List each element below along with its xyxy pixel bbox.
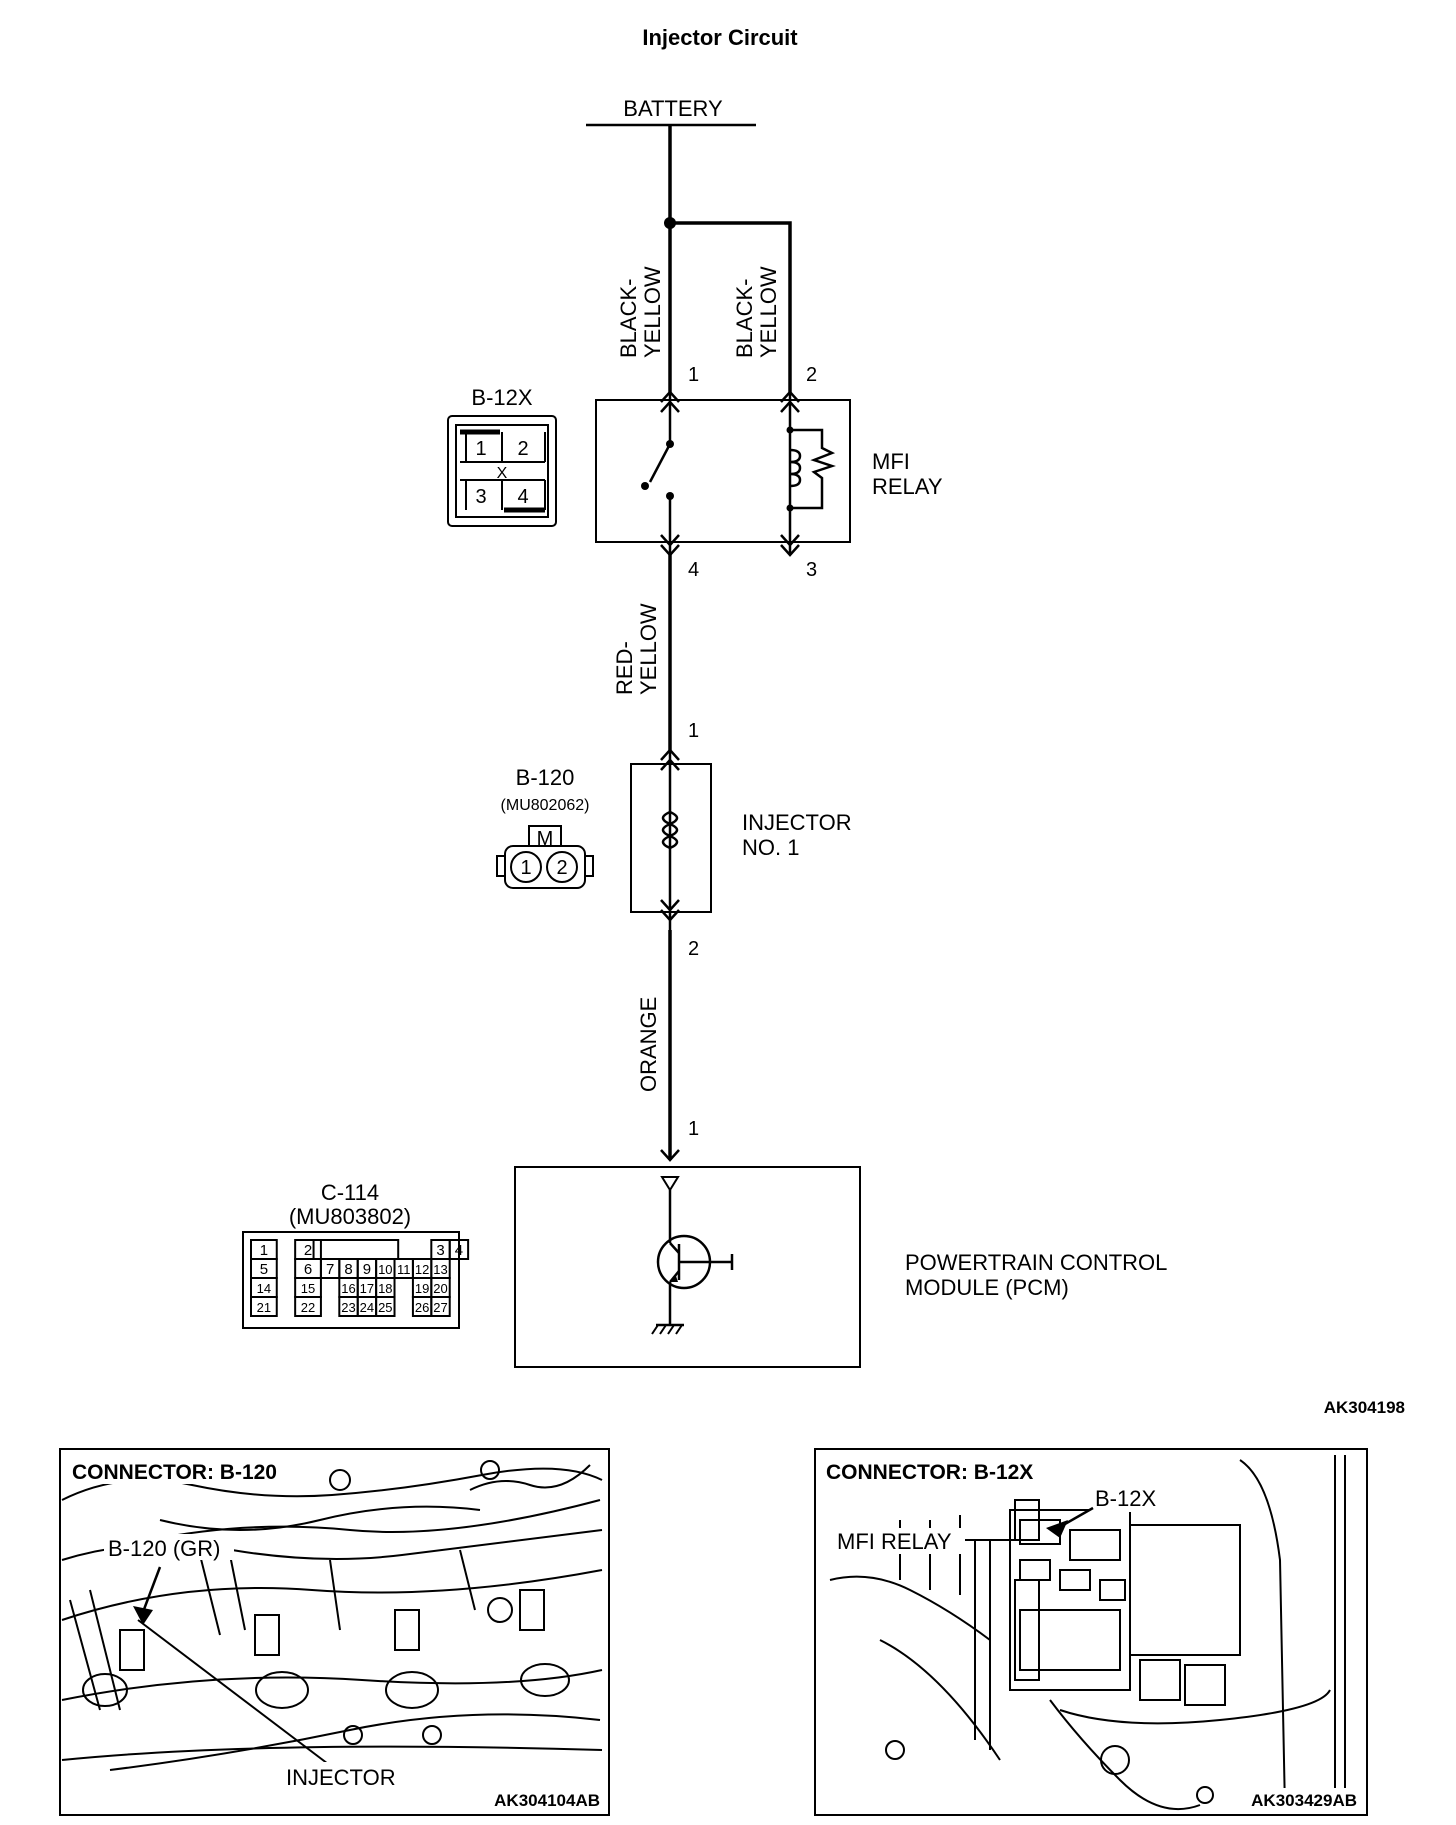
c114-pin-label: 22 xyxy=(301,1300,315,1315)
b12x-pin-x: X xyxy=(497,465,508,482)
connector-b12x-id: B-12X xyxy=(471,385,532,410)
connector-c114-id: C-114 xyxy=(321,1180,379,1205)
relay-pin-3: 3 xyxy=(806,559,817,581)
connector-b120-id: B-120 xyxy=(516,765,575,790)
wire-label-black-yellow-left-1: BLACK- xyxy=(616,279,641,358)
relay-pin-2: 2 xyxy=(806,364,817,386)
injector-pin-2: 2 xyxy=(688,938,699,960)
connector-b12x-face: B-12X 1 2 X 3 4 xyxy=(447,385,557,527)
pcm-pin-1: 1 xyxy=(688,1118,699,1140)
c114-pin-label: 1 xyxy=(260,1242,268,1259)
photo-panel-b120: CONNECTOR: B-120 B-120 (GR) INJECTOR AK3… xyxy=(59,1448,610,1816)
c114-pin-label: 4 xyxy=(455,1242,463,1259)
b120-pin-1: 1 xyxy=(520,857,531,879)
c114-pin-label: 24 xyxy=(360,1300,374,1315)
photo-panel-b12x: CONNECTOR: B-12X B-12X MFI RELAY AK30342… xyxy=(814,1448,1368,1816)
c114-pin-label: 19 xyxy=(415,1281,429,1296)
c114-pin-label: 8 xyxy=(344,1261,352,1278)
c114-pin-label: 2 xyxy=(304,1242,312,1259)
wire-label-red-yellow-1: RED- xyxy=(612,641,637,695)
pcm-label-line1: POWERTRAIN CONTROL xyxy=(905,1250,1167,1275)
b12x-pin-2: 2 xyxy=(517,438,528,460)
c114-pin-label: 6 xyxy=(304,1261,312,1278)
c114-pin-label: 12 xyxy=(415,1262,429,1277)
c114-pin-label: 17 xyxy=(360,1281,374,1296)
wire-label-orange: ORANGE xyxy=(636,997,661,1092)
c114-pin-label: 16 xyxy=(341,1281,355,1296)
c114-pin-label: 25 xyxy=(378,1300,392,1315)
panel-left-callout-connector: B-120 (GR) xyxy=(108,1536,220,1561)
pcm-box: POWERTRAIN CONTROL MODULE (PCM) xyxy=(514,1166,1167,1368)
battery-label: BATTERY xyxy=(623,96,723,121)
c114-pin-cell xyxy=(375,1296,396,1317)
b120-pin-2: 2 xyxy=(556,857,567,879)
diagram-title: Injector Circuit xyxy=(642,25,798,50)
c114-pin-label: 5 xyxy=(260,1261,268,1278)
c114-pin-label: 13 xyxy=(433,1262,447,1277)
wire-label-red-yellow-2: YELLOW xyxy=(636,603,661,695)
c114-blank-cell xyxy=(312,1239,400,1260)
c114-pin-cell xyxy=(448,1239,470,1260)
panel-right-callout-connector: B-12X xyxy=(1095,1486,1156,1511)
b120-mark: M xyxy=(537,828,554,850)
panel-left-code: AK304104AB xyxy=(494,1791,600,1810)
c114-pin-label: 27 xyxy=(433,1300,447,1315)
c114-pin-cell xyxy=(430,1296,451,1317)
wire-label-black-yellow-right-1: BLACK- xyxy=(732,279,757,358)
wire-label-black-yellow-left-2: YELLOW xyxy=(640,266,665,358)
relay-box-photo-illustration xyxy=(829,1455,1346,1811)
injector-box: INJECTOR NO. 1 xyxy=(630,748,852,930)
b12x-pin-3: 3 xyxy=(475,486,486,508)
c114-pin-label: 18 xyxy=(378,1281,392,1296)
panel-right-callout-part: MFI RELAY xyxy=(837,1529,952,1554)
injector-label-line1: INJECTOR xyxy=(742,810,852,835)
injector-pin-1: 1 xyxy=(688,720,699,742)
figure-code: AK304198 xyxy=(1324,1398,1405,1417)
c114-pin-label: 20 xyxy=(433,1281,447,1296)
relay-pin-1: 1 xyxy=(688,364,699,386)
relay-label-line2: RELAY xyxy=(872,474,943,499)
connector-b120-part: (MU802062) xyxy=(501,797,590,814)
connector-c114-part: (MU803802) xyxy=(289,1204,411,1229)
battery-terminal: BATTERY xyxy=(586,96,756,127)
panel-left-heading: CONNECTOR: B-120 xyxy=(72,1461,277,1484)
c114-pin-label: 9 xyxy=(363,1261,371,1278)
c114-pin-cell xyxy=(250,1296,278,1317)
c114-pin-label: 15 xyxy=(301,1281,315,1296)
c114-pin-label: 26 xyxy=(415,1300,429,1315)
panel-left-callout-part: INJECTOR xyxy=(286,1765,396,1790)
connector-b120-face: B-120 (MU802062) M 1 2 xyxy=(496,765,594,889)
c114-pin-cell xyxy=(294,1296,322,1317)
injector-label-line2: NO. 1 xyxy=(742,835,799,860)
relay-pin-4: 4 xyxy=(688,559,699,581)
b12x-pin-4: 4 xyxy=(517,486,528,508)
c114-pin-label: 23 xyxy=(341,1300,355,1315)
c114-pin-label: 21 xyxy=(257,1300,271,1315)
panel-right-code: AK303429AB xyxy=(1251,1791,1357,1810)
c114-pin-label: 10 xyxy=(378,1262,392,1277)
wire-battery-to-relay xyxy=(664,125,792,392)
panel-right-heading: CONNECTOR: B-12X xyxy=(826,1461,1033,1484)
c114-pin-label: 7 xyxy=(326,1261,334,1278)
wire-label-black-yellow-right-2: YELLOW xyxy=(756,266,781,358)
c114-pin-label: 3 xyxy=(436,1242,444,1259)
relay-label-line1: MFI xyxy=(872,449,910,474)
c114-pin-label: 11 xyxy=(397,1262,411,1277)
b12x-pin-1: 1 xyxy=(475,438,486,460)
c114-pin-label: 14 xyxy=(257,1281,271,1296)
pcm-label-line2: MODULE (PCM) xyxy=(905,1275,1069,1300)
mfi-relay-box: MFI RELAY xyxy=(595,390,943,557)
